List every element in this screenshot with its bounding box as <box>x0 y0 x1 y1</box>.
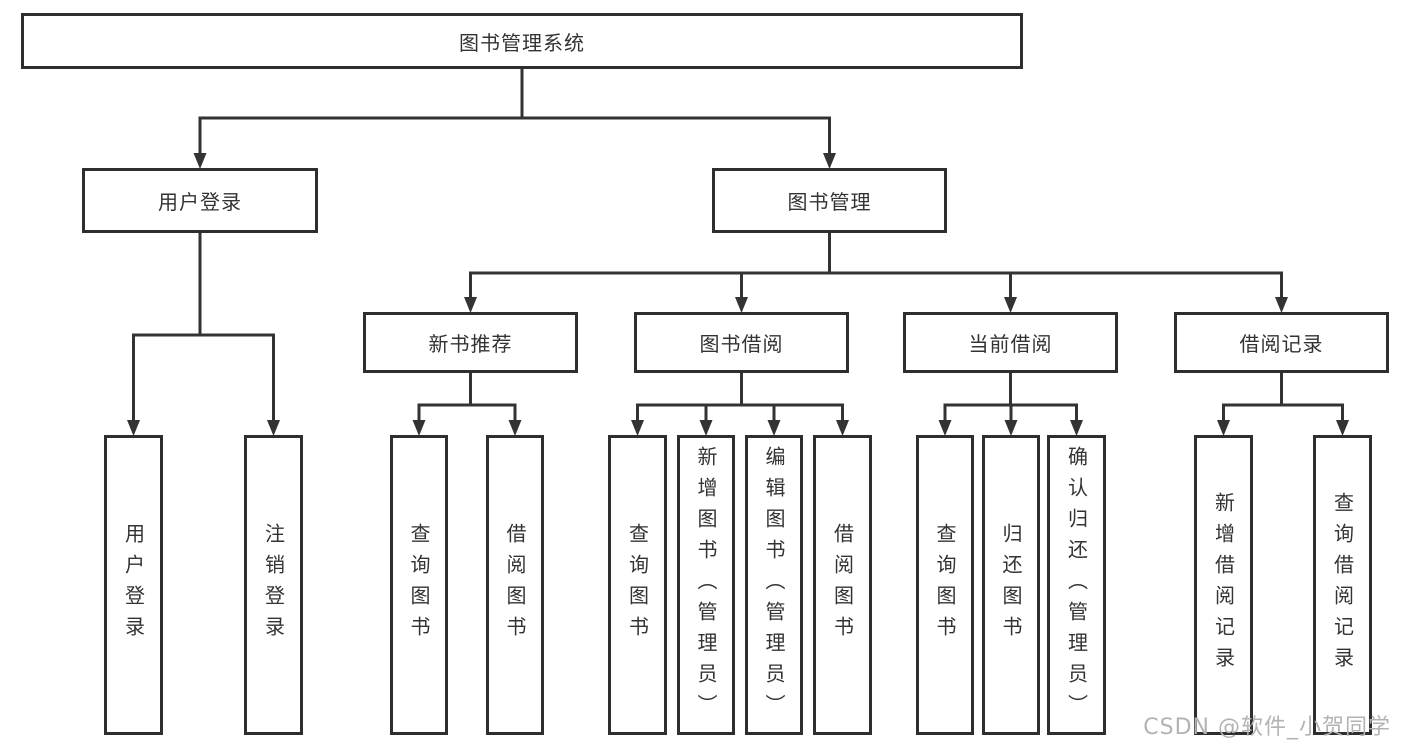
arrowhead-icon <box>631 420 644 436</box>
node-bb-edit: 编辑图书（管理员） <box>745 435 803 735</box>
arrowhead-icon <box>193 153 207 169</box>
node-new-book: 新书推荐 <box>363 312 578 373</box>
arrowhead-icon <box>1004 297 1017 313</box>
node-bb-query: 查询图书 <box>608 435 667 735</box>
arrowhead-icon <box>412 420 426 436</box>
arrowhead-icon <box>699 420 713 436</box>
node-cb-confirm: 确认归还（管理员） <box>1047 435 1106 735</box>
arrowhead-icon <box>127 420 140 436</box>
node-current-borrow: 当前借阅 <box>903 312 1118 373</box>
arrowhead-icon <box>1217 420 1230 436</box>
node-nb-query: 查询图书 <box>390 435 448 735</box>
arrowhead-icon <box>1004 420 1018 436</box>
arrowhead-icon <box>836 420 849 436</box>
arrowhead-icon <box>508 420 522 436</box>
arrowhead-icon <box>735 297 748 313</box>
arrowhead-icon <box>1070 420 1083 436</box>
node-cb-query: 查询图书 <box>916 435 974 735</box>
node-leaf-user-login: 用户登录 <box>104 435 163 735</box>
node-user-login: 用户登录 <box>82 168 318 233</box>
arrowhead-icon <box>267 420 280 436</box>
node-borrow-record: 借阅记录 <box>1174 312 1389 373</box>
node-leaf-logout: 注销登录 <box>244 435 303 735</box>
arrowhead-icon <box>1275 297 1288 313</box>
node-nb-borrow: 借阅图书 <box>486 435 544 735</box>
node-root: 图书管理系统 <box>21 13 1023 69</box>
node-br-add: 新增借阅记录 <box>1194 435 1253 735</box>
arrowhead-icon <box>1336 420 1349 436</box>
node-bb-add: 新增图书（管理员） <box>677 435 735 735</box>
node-book-borrow: 图书借阅 <box>634 312 849 373</box>
node-bb-borrow: 借阅图书 <box>813 435 872 735</box>
node-book-mgmt: 图书管理 <box>712 168 947 233</box>
node-br-query: 查询借阅记录 <box>1313 435 1372 735</box>
node-cb-return: 归还图书 <box>982 435 1040 735</box>
arrowhead-icon <box>823 153 836 169</box>
arrowhead-icon <box>767 420 781 436</box>
csdn-watermark: CSDN @软件_小贺同学 <box>1143 715 1391 740</box>
arrowhead-icon <box>464 297 477 313</box>
arrowhead-icon <box>938 420 952 436</box>
